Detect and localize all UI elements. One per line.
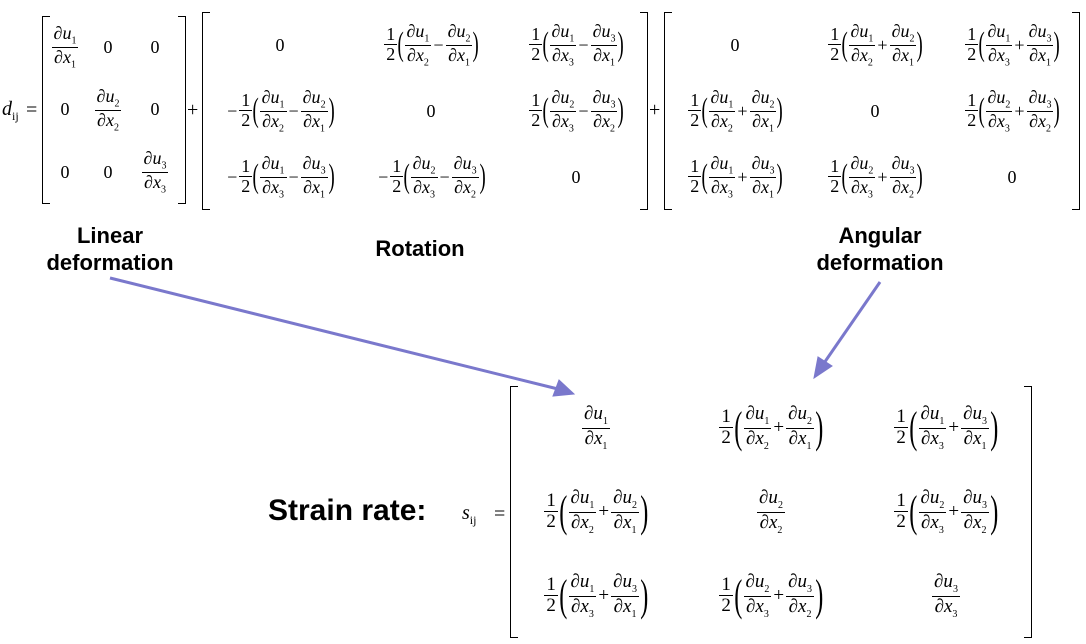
strain-rate-label: Strain rate: <box>268 494 427 527</box>
matrix-cell: 0 <box>275 34 285 55</box>
linear-deformation-label: Linear deformation <box>46 223 174 275</box>
matrix-cell: ∂u3∂x3 <box>141 148 169 196</box>
matrix-cell: ∂u2∂x2 <box>94 85 122 134</box>
equals-sign: = <box>26 99 38 121</box>
matrix-cell: 0 <box>870 100 880 121</box>
matrix-cell: 0 <box>60 99 70 120</box>
plus-sign: + <box>649 99 661 121</box>
arrow-angular-to-strain <box>813 281 882 380</box>
matrix-cell: 0 <box>103 162 113 183</box>
matrix-cell: 0 <box>730 34 740 55</box>
rotation-label: Rotation <box>375 236 465 261</box>
arrow-linear-to-strain <box>109 276 576 397</box>
equals-sign: = <box>494 503 506 525</box>
matrix-cell: 0 <box>426 100 436 121</box>
matrix-cell: ∂u1∂x1 <box>51 22 79 71</box>
matrix-cell: 0 <box>1007 166 1017 187</box>
angular-deformation-label: Angular deformation <box>816 223 944 275</box>
d-ij-symbol: dij <box>2 98 19 123</box>
matrix-cell: ∂u1∂x1 <box>582 403 610 452</box>
matrix-cell: 0 <box>103 36 113 57</box>
plus-sign: + <box>187 99 199 121</box>
matrix-cell: 0 <box>150 99 160 120</box>
matrix-cell: ∂u2∂x2 <box>757 487 785 536</box>
matrix-cell: 0 <box>60 162 70 183</box>
matrix-cell: 0 <box>571 166 581 187</box>
matrix-cell: 0 <box>150 36 160 57</box>
s-ij-symbol: sij <box>462 502 477 527</box>
matrix-cell: ∂u3∂x3 <box>932 571 960 620</box>
linear-deformation-matrix: ∂u1∂x1 0 0 0 ∂u2∂x2 0 0 0 ∂u3∂x3 <box>42 16 186 204</box>
